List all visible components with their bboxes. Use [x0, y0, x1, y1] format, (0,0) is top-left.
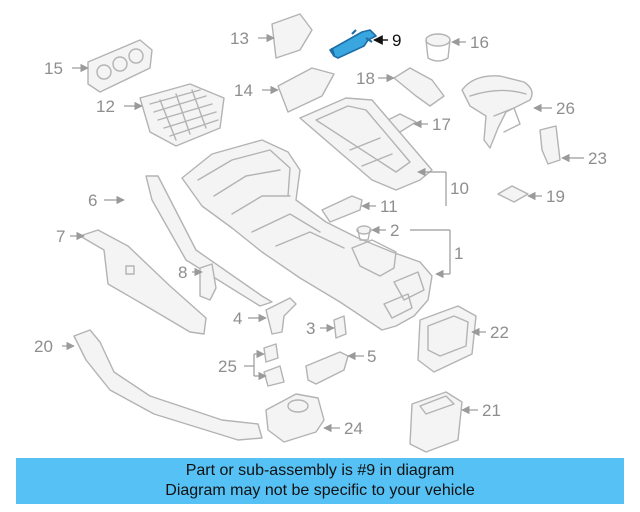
part-4-clip	[248, 297, 297, 335]
callout-12: 12	[96, 97, 115, 116]
callout-2: 2	[390, 221, 399, 240]
callout-10: 10	[450, 179, 469, 198]
callout-26: 26	[556, 99, 575, 118]
callout-20: 20	[34, 337, 53, 356]
part-26-armrest	[461, 75, 552, 149]
callout-25: 25	[218, 357, 237, 376]
part-6-side-trim	[104, 175, 273, 307]
part-11-bracket	[321, 195, 376, 223]
callout-9: 9	[392, 31, 401, 50]
callout-8: 8	[178, 263, 187, 282]
callout-4: 4	[233, 309, 242, 328]
callout-17: 17	[432, 115, 451, 134]
callout-14: 14	[234, 81, 253, 100]
callout-13: 13	[230, 29, 249, 48]
banner-line-part-number: Part or sub-assembly is #9 in diagram	[185, 462, 455, 479]
part-20-floor-rail	[62, 329, 263, 441]
part-5-switch-strip	[305, 351, 364, 385]
callout-22: 22	[490, 323, 509, 342]
part-3-plug	[320, 315, 347, 339]
part-15-switch-panel	[72, 39, 153, 93]
part-7-side-panel	[70, 229, 207, 335]
callout-5: 5	[367, 347, 376, 366]
callout-23: 23	[588, 149, 607, 168]
part-8-bracket	[192, 263, 217, 301]
callout-3: 3	[306, 319, 315, 338]
callout-18: 18	[356, 69, 375, 88]
part-2-clip	[356, 225, 386, 241]
part-12-vent-grille	[124, 83, 225, 147]
part-14-pad	[262, 67, 335, 113]
callout-15: 15	[44, 59, 63, 78]
part-10-upper-trim	[299, 97, 447, 206]
diagram-note-banner: Part or sub-assembly is #9 in diagram Di…	[16, 458, 624, 504]
parts-diagram: 1 2 3 4 5 6 7 8 9 10 11 12 13 14 15 16 1…	[34, 13, 607, 453]
part-25-clips	[244, 343, 285, 387]
callout-7: 7	[56, 227, 65, 246]
part-13-liner	[258, 13, 313, 59]
part-23-bracket	[539, 125, 584, 165]
banner-line-disclaimer: Diagram may not be specific to your vehi…	[165, 482, 475, 499]
callout-6: 6	[88, 191, 97, 210]
part-19-pad	[497, 185, 542, 203]
part-9-bracket-highlighted	[329, 29, 388, 59]
callout-21: 21	[482, 401, 501, 420]
part-1-console-body	[181, 139, 451, 331]
part-18-mat	[378, 67, 445, 107]
callout-16: 16	[470, 33, 489, 52]
callout-11: 11	[380, 197, 398, 216]
part-21-cup-box	[409, 391, 478, 453]
callout-24: 24	[344, 419, 363, 438]
callout-1: 1	[454, 244, 463, 263]
part-16-cup-insert	[425, 33, 466, 62]
part-22-rear-vent	[417, 305, 486, 373]
callout-19: 19	[546, 187, 565, 206]
part-24-shifter-base	[265, 393, 340, 443]
